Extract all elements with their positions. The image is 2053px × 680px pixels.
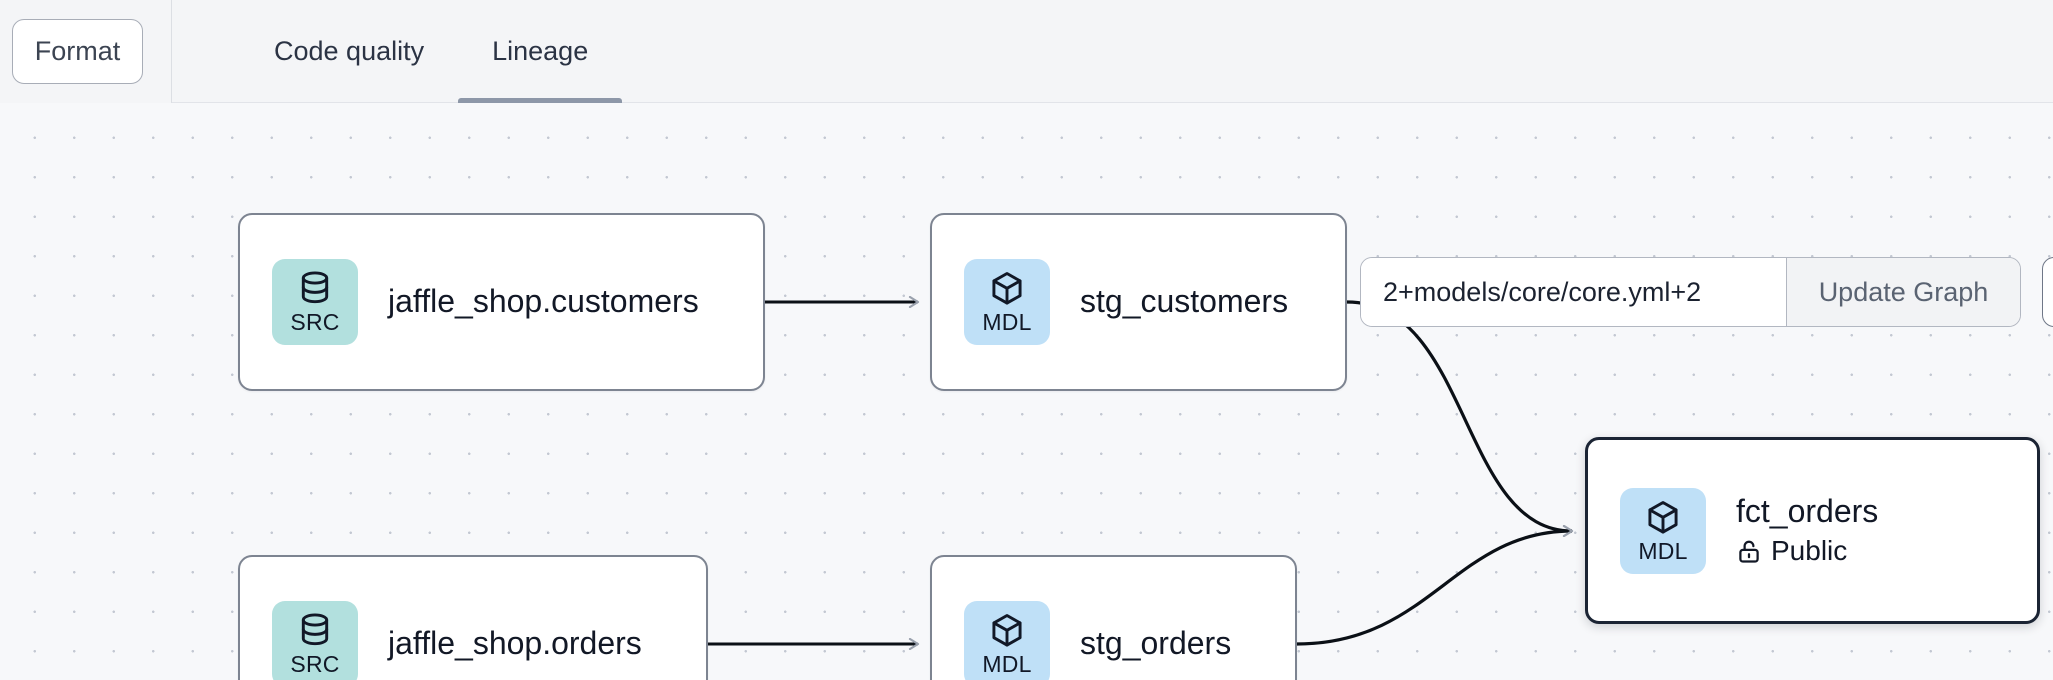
edge-stg-orders-to-fct-orders (1296, 531, 1572, 646)
model-badge: MDL (964, 601, 1050, 680)
unlock-icon (1736, 538, 1762, 565)
graph-selector-input[interactable] (1361, 258, 1786, 326)
tab-code-quality[interactable]: Code quality (240, 0, 458, 103)
cube-icon (1644, 499, 1682, 539)
database-icon (296, 612, 334, 652)
side-panel-edge[interactable] (2042, 257, 2053, 327)
lineage-node-stg-orders[interactable]: MDL stg_orders (930, 555, 1297, 680)
editor-toolbar: Format Code quality Lineage (0, 0, 2053, 103)
node-title: jaffle_shop.orders (388, 625, 642, 662)
database-icon (296, 270, 334, 310)
tab-underline-active (458, 97, 623, 103)
format-button[interactable]: Format (12, 18, 143, 84)
tab-bar: Code quality Lineage (172, 0, 623, 103)
node-access: Public (1736, 535, 1878, 567)
node-access-label: Public (1771, 535, 1848, 567)
tab-lineage[interactable]: Lineage (458, 0, 623, 103)
model-badge: MDL (1620, 487, 1706, 574)
model-badge: MDL (964, 259, 1050, 345)
node-title: jaffle_shop.customers (388, 283, 699, 320)
node-body: stg_customers (1080, 283, 1289, 320)
tab-lineage-label: Lineage (492, 35, 589, 66)
lineage-node-jaffle-shop-customers[interactable]: SRC jaffle_shop.customers (238, 213, 765, 391)
node-body: stg_orders (1080, 625, 1232, 662)
update-graph-button[interactable]: Update Graph (1786, 258, 2020, 326)
node-body: jaffle_shop.orders (388, 625, 642, 662)
node-title: fct_orders (1736, 492, 1879, 529)
node-body: fct_orders Public (1736, 492, 1879, 568)
lineage-node-fct-orders[interactable]: MDL fct_orders Public (1585, 437, 2040, 624)
source-badge: SRC (272, 601, 358, 680)
edge-stg-customers-to-fct-orders (1346, 300, 1572, 531)
lineage-node-stg-customers[interactable]: MDL stg_customers (930, 213, 1347, 391)
cube-icon (988, 612, 1026, 652)
badge-label: MDL (982, 309, 1032, 335)
badge-label: MDL (982, 651, 1032, 677)
lineage-canvas[interactable]: SRC jaffle_shop.customers SRC jaffle_sh (0, 103, 2053, 680)
badge-label: SRC (290, 651, 340, 677)
badge-label: SRC (290, 309, 340, 335)
graph-selector-control: Update Graph (1360, 257, 2021, 327)
source-badge: SRC (272, 259, 358, 345)
tab-code-quality-label: Code quality (274, 35, 425, 66)
node-title: stg_customers (1080, 283, 1289, 320)
badge-label: MDL (1638, 537, 1688, 564)
lineage-node-jaffle-shop-orders[interactable]: SRC jaffle_shop.orders (238, 555, 708, 680)
format-zone: Format (0, 0, 172, 103)
node-title: stg_orders (1080, 625, 1232, 662)
cube-icon (988, 270, 1026, 310)
node-body: jaffle_shop.customers (388, 283, 699, 320)
